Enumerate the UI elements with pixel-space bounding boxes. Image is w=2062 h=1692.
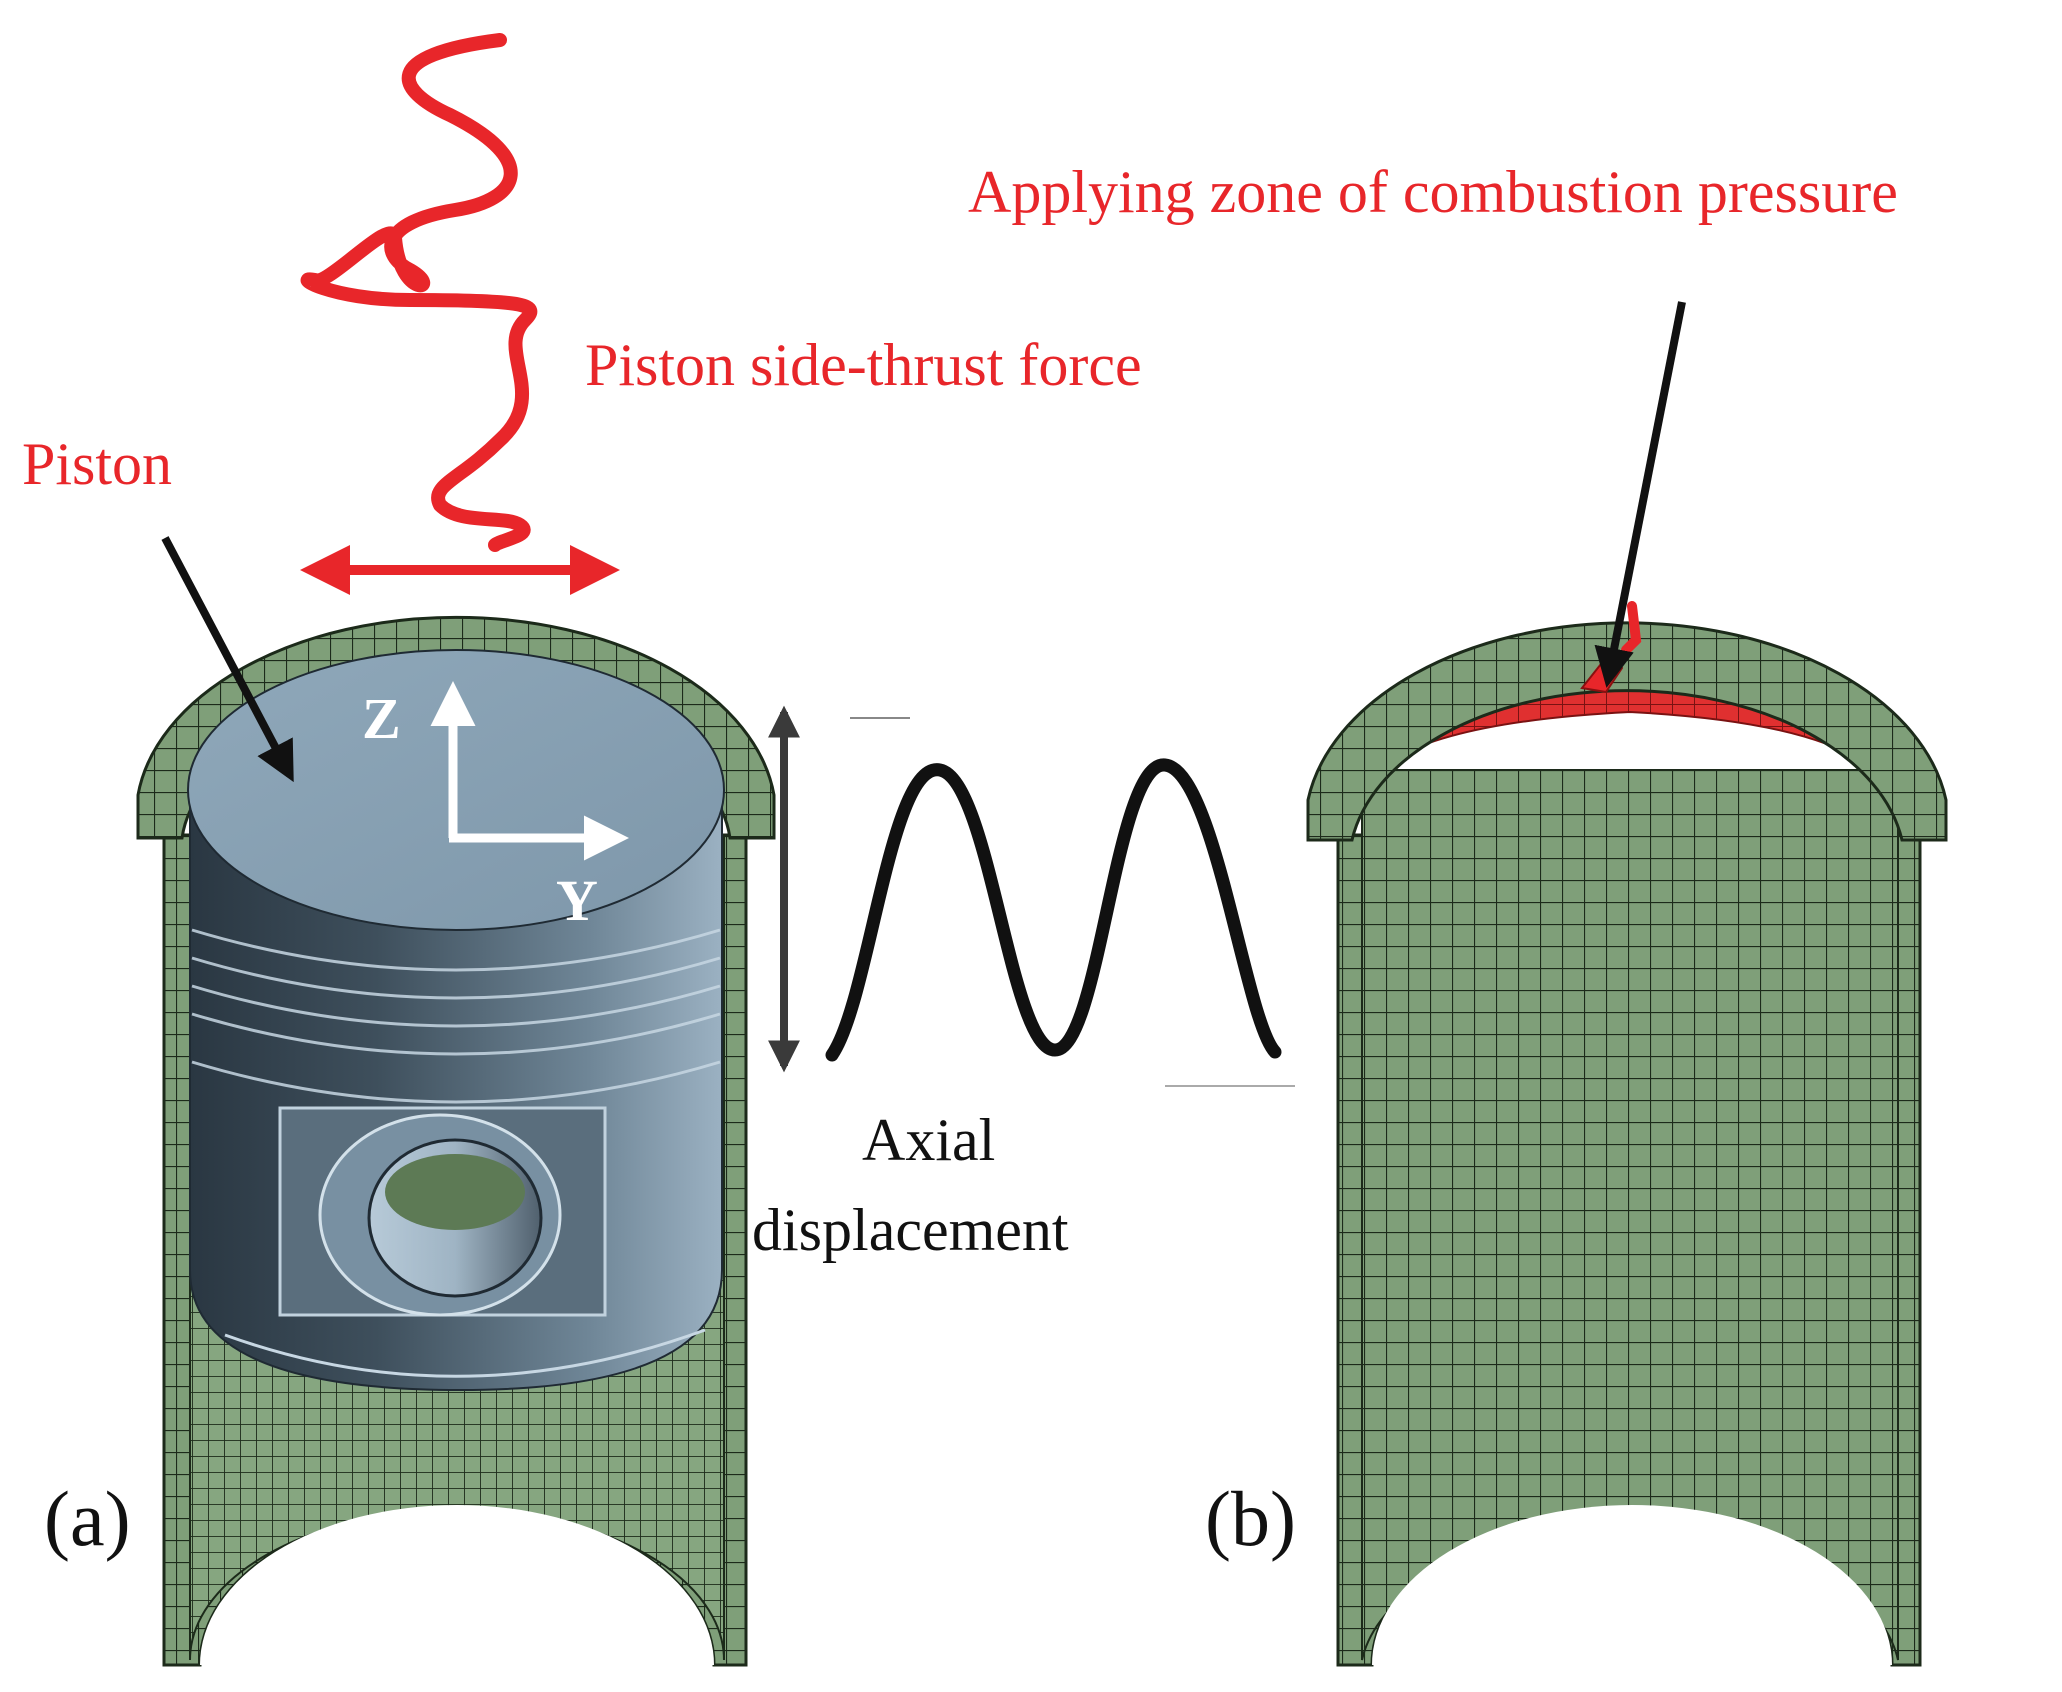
axial-label-line2: displacement bbox=[752, 1197, 1069, 1263]
combustion-label: Applying zone of combustion pressure bbox=[968, 159, 1898, 225]
liner-b-opening bbox=[1372, 1505, 1892, 1665]
piston-pointer-arrow bbox=[161, 536, 294, 783]
piston-label: Piston bbox=[22, 431, 172, 497]
side-thrust-label: Piston side-thrust force bbox=[585, 332, 1142, 398]
panel-a-label: (a) bbox=[44, 1475, 131, 1562]
piston-pin-hole bbox=[385, 1154, 525, 1230]
combustion-pointer-arrow bbox=[1594, 301, 1686, 688]
panel-b-label: (b) bbox=[1205, 1475, 1296, 1562]
axial-label-line1: Axial bbox=[862, 1107, 995, 1173]
piston-model bbox=[187, 649, 725, 1392]
axes-indicator: Z Y bbox=[362, 681, 629, 933]
liner-b-flange bbox=[1306, 621, 1948, 842]
axis-y-label: Y bbox=[556, 868, 598, 933]
axis-z-label: Z bbox=[362, 686, 401, 751]
axial-displacement-waveform bbox=[825, 758, 1282, 1062]
piston-ring-grooves bbox=[191, 928, 721, 1104]
panel-b-liner bbox=[1306, 601, 1948, 1667]
liner-a-opening bbox=[200, 1505, 714, 1665]
side-thrust-waveform bbox=[300, 33, 538, 552]
